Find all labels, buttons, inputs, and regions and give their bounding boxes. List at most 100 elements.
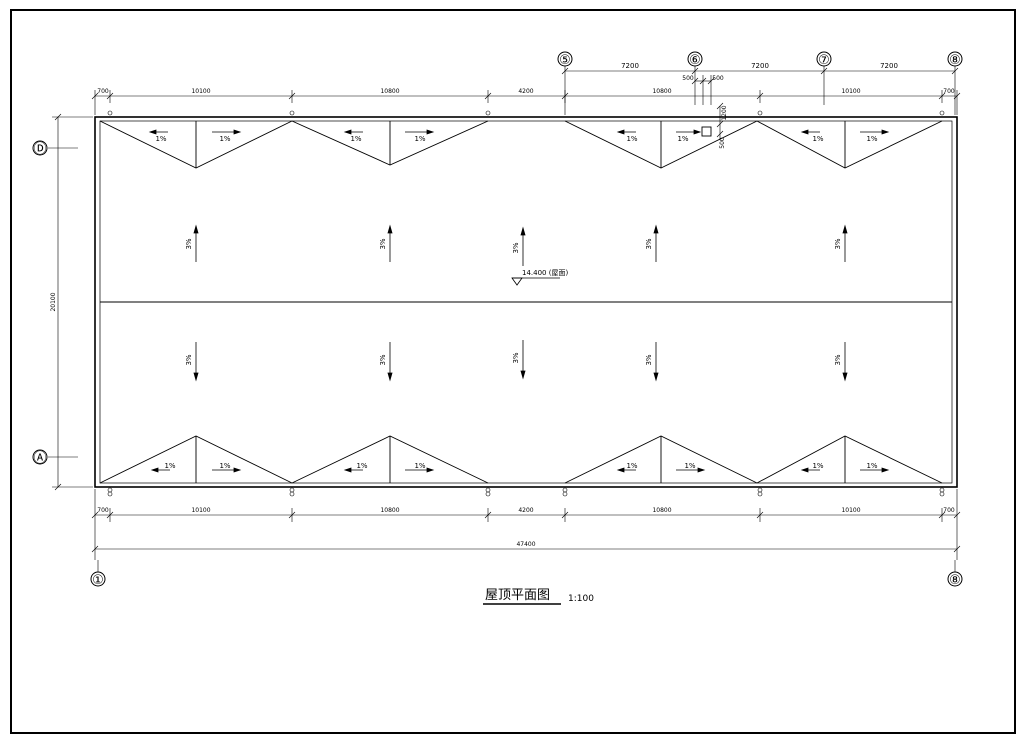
dim-label-total: 47400 xyxy=(516,541,535,548)
axis-bubbles xyxy=(32,51,963,587)
drawing-scale: 1:100 xyxy=(568,594,594,604)
gutter-triangles-bottom xyxy=(99,435,943,484)
slope-label: 1% xyxy=(164,462,175,470)
slope-label: 3% xyxy=(185,354,193,365)
dim-label-left: 20100 xyxy=(50,292,57,311)
slope-label: 1% xyxy=(219,135,230,143)
elevation-marker: 14.400 (屋面) xyxy=(511,269,568,286)
slope-label: 1% xyxy=(356,462,367,470)
dim-label: 1200 xyxy=(721,105,728,120)
roof-arrow-down-5 xyxy=(842,342,848,382)
roof-arrow-up-1 xyxy=(193,224,199,262)
dim-label: 4200 xyxy=(518,88,533,95)
slope-label: 1% xyxy=(812,135,823,143)
roof-arrow-down-2 xyxy=(387,342,393,382)
slope-label: 3% xyxy=(512,352,520,363)
dim-label: 700 xyxy=(97,88,109,95)
dim-chain-top-lower xyxy=(91,90,961,115)
slope-arrow-bot-4b xyxy=(860,467,890,473)
slope-label: 1% xyxy=(155,135,166,143)
slope-label: 3% xyxy=(185,238,193,249)
slope-arrow-top-3b xyxy=(676,129,702,135)
elevation-label: 14.400 (屋面) xyxy=(522,269,568,277)
dim-chain-total xyxy=(91,545,961,572)
slope-arrow-top-1b xyxy=(212,129,242,135)
dim-label: 10800 xyxy=(652,88,671,95)
slope-label: 1% xyxy=(626,135,637,143)
axis-label-8-top: ⑧ xyxy=(949,53,961,68)
roof-arrow-down-1 xyxy=(193,342,199,382)
dim-label: 7200 xyxy=(621,62,639,70)
dim-label: 700 xyxy=(943,507,955,514)
dim-label: 4200 xyxy=(518,507,533,514)
drawing-title-block: 屋顶平面图 1:100 xyxy=(483,588,594,605)
slope-label: 1% xyxy=(866,462,877,470)
dim-label: 10800 xyxy=(380,88,399,95)
slope-label: 1% xyxy=(350,135,361,143)
dim-label: 500 xyxy=(712,75,724,82)
axis-label-6: ⑥ xyxy=(689,53,701,68)
dim-chain-bottom-lower xyxy=(91,489,961,560)
dim-chain-small xyxy=(691,77,715,85)
slope-label: 1% xyxy=(414,462,425,470)
slope-label: 3% xyxy=(834,238,842,249)
slope-label: 3% xyxy=(379,354,387,365)
dim-label: 7200 xyxy=(880,62,898,70)
dim-label: 10100 xyxy=(841,507,860,514)
dim-label: 10800 xyxy=(380,507,399,514)
gutter-slope-labels: 1% 1% 1% 1% 1% 1% 1% 1% 1% 1% 1% 1% 1% 1… xyxy=(155,135,877,470)
slope-label: 3% xyxy=(645,238,653,249)
slope-label: 1% xyxy=(414,135,425,143)
dim-label: 500 xyxy=(682,75,694,82)
dim-label: 700 xyxy=(97,507,109,514)
slope-label: 1% xyxy=(626,462,637,470)
roof-arrow-up-3 xyxy=(520,226,526,266)
roof-arrow-up-4 xyxy=(653,224,659,262)
slope-label: 3% xyxy=(512,242,520,253)
slope-arrow-bot-3a xyxy=(616,467,636,473)
dim-label: 10100 xyxy=(841,88,860,95)
roof-slope-arrows xyxy=(193,224,848,382)
slope-label: 3% xyxy=(645,354,653,365)
dim-label: 10100 xyxy=(191,88,210,95)
roof-arrow-down-3 xyxy=(520,340,526,380)
dim-label: 700 xyxy=(943,88,955,95)
gutter-triangles-top xyxy=(99,120,943,169)
slope-arrow-bot-3b xyxy=(676,467,706,473)
slope-label: 3% xyxy=(834,354,842,365)
roof-arrow-up-2 xyxy=(387,224,393,262)
roof-hatch xyxy=(701,126,712,137)
slope-label: 1% xyxy=(219,462,230,470)
axis-label-1: ① xyxy=(92,573,104,588)
dim-label: 10100 xyxy=(191,507,210,514)
axis-label-d: Ⓓ xyxy=(33,142,46,157)
slope-arrow-bot-2a xyxy=(343,467,363,473)
roof-slope-labels: 3% 3% 3% 3% 3% 3% 3% 3% 3% 3% xyxy=(185,238,842,365)
dim-chain-hatch-vertical xyxy=(716,102,724,140)
dim-chain-left xyxy=(52,113,93,491)
slope-label: 1% xyxy=(684,462,695,470)
roof-arrow-down-4 xyxy=(653,342,659,382)
slope-arrow-bot-2b xyxy=(405,467,435,473)
slope-arrow-bot-4a xyxy=(800,467,820,473)
slope-arrow-bot-1b xyxy=(212,467,242,473)
slope-arrow-top-2b xyxy=(405,129,435,135)
slope-arrow-top-3a xyxy=(616,129,636,135)
roof-arrow-up-5 xyxy=(842,224,848,262)
roof-outline xyxy=(94,116,958,488)
axis-label-7: ⑦ xyxy=(818,53,830,68)
axis-label-a: Ⓐ xyxy=(33,451,46,466)
slope-label: 1% xyxy=(866,135,877,143)
slope-arrow-bot-1a xyxy=(150,467,170,473)
slope-arrow-top-4a xyxy=(800,129,820,135)
dim-label: 500 xyxy=(719,137,726,149)
gutter-slope-arrows xyxy=(148,129,890,473)
sheet-border xyxy=(10,9,1016,734)
drawing-title: 屋顶平面图 xyxy=(485,588,550,603)
column-markers-top xyxy=(107,110,945,116)
axis-label-5: ⑤ xyxy=(559,53,571,68)
axis-extension-lines xyxy=(564,66,956,115)
slope-arrow-top-4b xyxy=(860,129,890,135)
column-markers-bottom xyxy=(107,487,945,497)
